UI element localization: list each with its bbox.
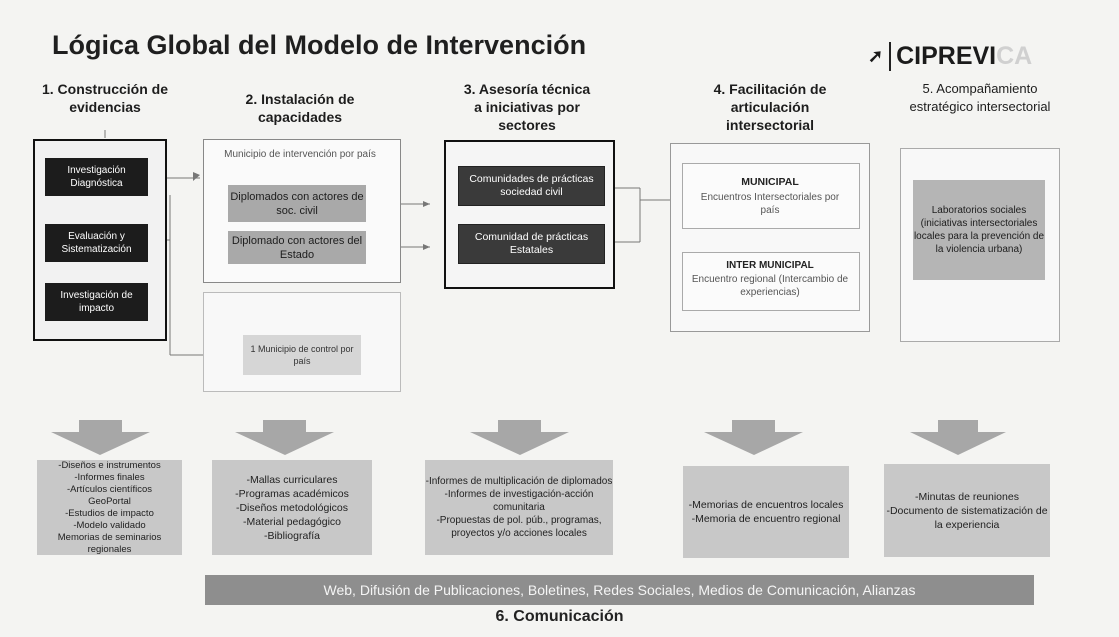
output-item: -Informes finales bbox=[74, 471, 145, 483]
column-heading-4: 4. Facilitación de articulación intersec… bbox=[713, 81, 827, 133]
down-arrow-icon bbox=[470, 420, 569, 455]
column-heading-2: 2. Instalación de capacidades bbox=[245, 91, 355, 125]
outputs-capacities: -Mallas curriculares -Programas académic… bbox=[212, 460, 372, 555]
down-arrow-icon bbox=[704, 420, 803, 455]
output-item: -Documento de sistematización de la expe… bbox=[886, 504, 1048, 531]
social-labs: Laboratorios sociales (iniciativas inter… bbox=[913, 180, 1045, 280]
output-item: -Material pedagógico bbox=[242, 515, 342, 528]
outputs-advisory: -Informes de multiplicación de diplomado… bbox=[425, 460, 613, 555]
column-heading-3: 3. Asesoría técnica a iniciativas por se… bbox=[463, 81, 591, 133]
communication-banner: Web, Difusión de Publicaciones, Boletine… bbox=[205, 575, 1034, 605]
page-title: Lógica Global del Modelo de Intervención bbox=[52, 30, 587, 60]
communication-heading: 6. Comunicación bbox=[495, 608, 624, 625]
capacity-header: Municipio de intervención por país bbox=[224, 149, 376, 160]
logo-text: CIPREVI bbox=[889, 42, 996, 71]
outputs-evidence: -Diseños e instrumentos -Informes finale… bbox=[37, 460, 182, 555]
municipal-title: MUNICIPAL bbox=[741, 176, 799, 188]
diploma-civil-society: Diplomados con actores de soc. civil bbox=[228, 185, 366, 222]
community-civil-society: Comunidades de prácticas sociedad civil bbox=[458, 166, 605, 206]
down-arrow-icon bbox=[910, 420, 1006, 455]
output-item: -Estudios de impacto bbox=[65, 507, 154, 519]
output-item: -Memoria de encuentro regional bbox=[691, 513, 841, 525]
output-item: -Informes de investigación-acción comuni… bbox=[444, 489, 594, 513]
advisory-panel bbox=[444, 140, 615, 289]
community-state: Comunidad de prácticas Estatales bbox=[458, 224, 605, 264]
output-item: GeoPortal bbox=[88, 495, 131, 507]
output-item: -Mallas curriculares bbox=[246, 473, 338, 486]
outputs-list-1: -Diseños e instrumentos -Informes finale… bbox=[37, 460, 182, 556]
control-municipality: 1 Municipio de control por país bbox=[243, 335, 361, 375]
evidence-item-diagnostic: Investigación Diagnóstica bbox=[45, 158, 148, 196]
output-item: -Programas académicos bbox=[235, 487, 349, 500]
output-item: -Minutas de reuniones bbox=[915, 490, 1019, 503]
output-item: -Diseños metodológicos bbox=[235, 501, 349, 514]
outputs-list-4: -Memorias de encuentros locales -Memoria… bbox=[689, 498, 844, 526]
output-item: -Modelo validado bbox=[73, 519, 146, 531]
logo-text-faded: CA bbox=[996, 42, 1033, 70]
inter-municipal-text: Encuentro regional (Intercambio de exper… bbox=[691, 274, 849, 298]
output-item: -Propuestas de pol. púb., programas, pro… bbox=[436, 515, 602, 539]
municipal-text: Encuentros Intersectoriales por país bbox=[700, 192, 840, 216]
outputs-list-5: -Minutas de reuniones -Documento de sist… bbox=[884, 490, 1050, 532]
outputs-list-3: -Informes de multiplicación de diplomado… bbox=[425, 475, 613, 540]
output-item: -Informes de multiplicación de diplomado… bbox=[425, 476, 613, 487]
inter-municipal-box bbox=[682, 252, 860, 311]
output-item: -Bibliografía bbox=[263, 529, 320, 542]
outputs-strategic: -Minutas de reuniones -Documento de sist… bbox=[884, 464, 1050, 557]
diploma-state-actors: Diplomado con actores del Estado bbox=[228, 231, 366, 264]
output-item: -Memorias de encuentros locales bbox=[688, 499, 844, 511]
output-item: Memorias de seminarios regionales bbox=[57, 531, 162, 555]
evidence-item-impact: Investigación de impacto bbox=[45, 283, 148, 321]
down-arrow-icon bbox=[235, 420, 334, 455]
evidence-item-evaluation: Evaluación y Sistematización bbox=[45, 224, 148, 262]
down-arrow-icon bbox=[51, 420, 150, 455]
output-item: -Artículos científicos bbox=[67, 483, 152, 495]
inter-municipal-title: INTER MUNICIPAL bbox=[726, 260, 814, 271]
logo-mark-icon: ➚ bbox=[868, 46, 884, 66]
outputs-list-2: -Mallas curriculares -Programas académic… bbox=[235, 473, 349, 543]
column-heading-1: 1. Construcción de evidencias bbox=[41, 81, 169, 115]
column-heading-5: 5. Acompañamiento estratégico intersecto… bbox=[909, 81, 1051, 114]
outputs-articulation: -Memorias de encuentros locales -Memoria… bbox=[683, 466, 849, 558]
municipal-box bbox=[682, 163, 860, 229]
output-item: -Diseños e instrumentos bbox=[58, 459, 161, 471]
